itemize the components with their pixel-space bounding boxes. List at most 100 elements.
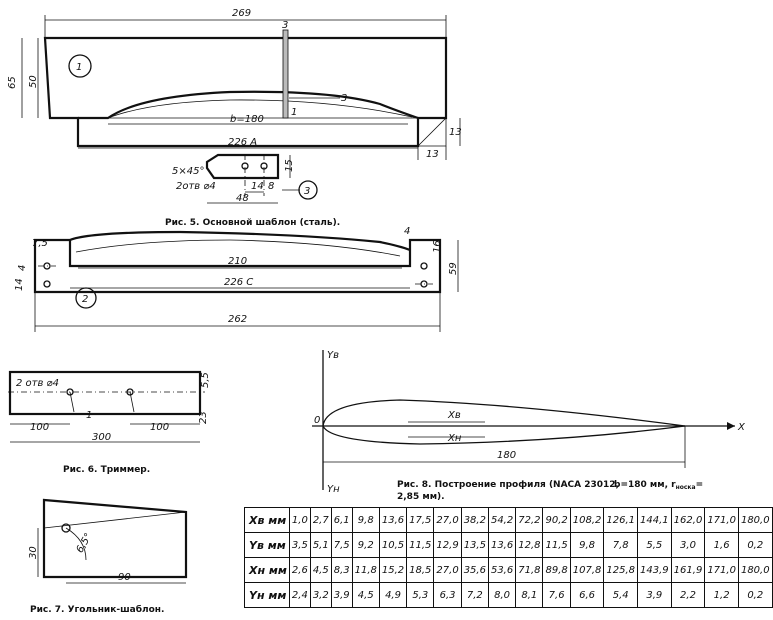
detail-3-dim-48: 48 — [236, 193, 249, 204]
table-cell: 144,1 — [637, 507, 672, 533]
table-cell: 2,4 — [288, 582, 311, 608]
table-cell: 13,6 — [487, 532, 517, 558]
table-cell: 125,8 — [603, 557, 639, 583]
drawing-sheet: 1 269 65 50 b=180 226 А 13 13 3 3 1 5×45… — [7, 8, 746, 615]
callout-2: 2 — [82, 294, 88, 305]
angle-template-hole — [61, 523, 71, 533]
template-1-airfoil-lower — [107, 99, 413, 119]
table-cell: 8,0 — [487, 582, 517, 608]
table-cell: 53,6 — [487, 557, 517, 583]
table-row-header: Xв мм — [244, 507, 290, 533]
table-cell: 13,5 — [460, 532, 489, 558]
table-cell: 1,2 — [704, 582, 739, 608]
trimmer-hole-2 — [126, 388, 134, 396]
dim-226c: 226 С — [224, 277, 253, 288]
template-2-outline — [33, 238, 442, 294]
angle-template-dim-90: 90 — [118, 572, 131, 583]
detail-3-dim-14: 14 — [251, 181, 264, 192]
table-cell: 180,0 — [737, 507, 773, 533]
table-cell: 5,1 — [309, 532, 332, 558]
table-cell: 7,6 — [542, 582, 571, 608]
angle-template-slope — [43, 511, 187, 529]
detail-3-outline — [205, 153, 280, 180]
template-1-right-bevel — [417, 117, 447, 147]
origin-label: 0 — [314, 415, 320, 426]
table-cell: 171,0 — [704, 507, 739, 533]
table-cell: 6,3 — [433, 582, 462, 608]
table-cell: 4,9 — [378, 582, 408, 608]
trimmer-outline — [8, 370, 202, 416]
table-row-header: Yв мм — [244, 532, 290, 558]
table-cell: 27,0 — [433, 507, 462, 533]
dim-14-left: 14 — [14, 278, 25, 291]
table-cell: 8,3 — [330, 557, 353, 583]
dim-262: 262 — [228, 314, 247, 325]
trimmer-hole-1 — [66, 388, 74, 396]
template-2-hole-l2 — [43, 280, 51, 288]
table-cell: 9,2 — [351, 532, 380, 558]
table-cell: 3,9 — [637, 582, 672, 608]
table-cell: 18,5 — [406, 557, 435, 583]
table-cell: 107,8 — [569, 557, 605, 583]
table-row-header: Yн мм — [244, 582, 290, 608]
callout-circle-2 — [75, 287, 97, 309]
table-cell: 6,6 — [569, 582, 605, 608]
dim-13-h: 13 — [449, 127, 462, 138]
fig7-caption: Рис. 7. Угольник-шаблон. — [30, 604, 164, 615]
table-cell: 89,8 — [542, 557, 571, 583]
callout-1: 1 — [76, 62, 82, 73]
table-cell: 2,7 — [309, 507, 332, 533]
trimmer-dim-100a: 100 — [30, 422, 49, 433]
table-row-header: Xн мм — [244, 557, 290, 583]
template-1: 1 269 65 50 b=180 226 А 13 13 3 3 1 — [7, 8, 462, 160]
detail-3-dim-15: 15 — [284, 159, 295, 172]
table-cell: 9,8 — [569, 532, 605, 558]
trimmer-marks — [69, 391, 135, 413]
table-cell: 35,6 — [460, 557, 489, 583]
trimmer-dim-300: 300 — [92, 432, 111, 443]
dim-7-5: 7,5 — [32, 238, 48, 249]
profile-upper-surface — [322, 399, 686, 427]
fig8-caption-line1: Рис. 8. Построение профиля (NACA 23012, — [397, 480, 619, 490]
detail-3-dim-8: 8 — [268, 181, 274, 192]
table-cell: 1,0 — [288, 507, 311, 533]
xn-label: Xн — [447, 433, 462, 444]
table-cell: 126,1 — [603, 507, 639, 533]
dim-65: 65 — [7, 76, 18, 89]
template-2-airfoil-inner — [75, 239, 401, 257]
dim-59: 59 — [448, 262, 459, 275]
fig8-caption-b: b=180 мм, rноска= — [614, 480, 703, 491]
angle-template-angle: 6,5° — [75, 531, 95, 555]
table-cell: 7,2 — [460, 582, 489, 608]
dim-180: 180 — [497, 450, 516, 461]
table-cell: 3,5 — [288, 532, 311, 558]
template-1-slot — [282, 29, 289, 119]
trimmer-dim-1: 1 — [86, 410, 92, 421]
table-cell: 10,5 — [378, 532, 408, 558]
table-cell: 0,2 — [737, 582, 773, 608]
fig6-caption: Рис. 6. Триммер. — [63, 465, 150, 475]
table-cell: 17,5 — [406, 507, 435, 533]
dim-13-w: 13 — [426, 149, 439, 160]
table-cell: 4,5 — [351, 582, 380, 608]
callout-3: 3 — [304, 186, 310, 197]
table-cell: 11,5 — [406, 532, 435, 558]
table-cell: 2,6 — [288, 557, 311, 583]
xv-label: Xв — [447, 410, 461, 421]
table-cell: 1,6 — [704, 532, 739, 558]
dim-226a: 226 А — [228, 137, 257, 148]
table-cell: 0,2 — [737, 532, 773, 558]
trimmer-dim-55: 5,5 — [200, 372, 211, 388]
table-cell: 11,8 — [351, 557, 380, 583]
table-cell: 5,5 — [637, 532, 672, 558]
table-cell: 12,8 — [515, 532, 544, 558]
detail-3-holes: 2отв ⌀4 — [176, 181, 216, 192]
fig5-caption: Рис. 5. Основной шаблон (сталь). — [165, 217, 340, 228]
detail-3: 5×45° 2отв ⌀4 14 8 15 48 3 — [172, 153, 318, 204]
dim-50: 50 — [28, 75, 39, 88]
table-cell: 7,5 — [330, 532, 353, 558]
